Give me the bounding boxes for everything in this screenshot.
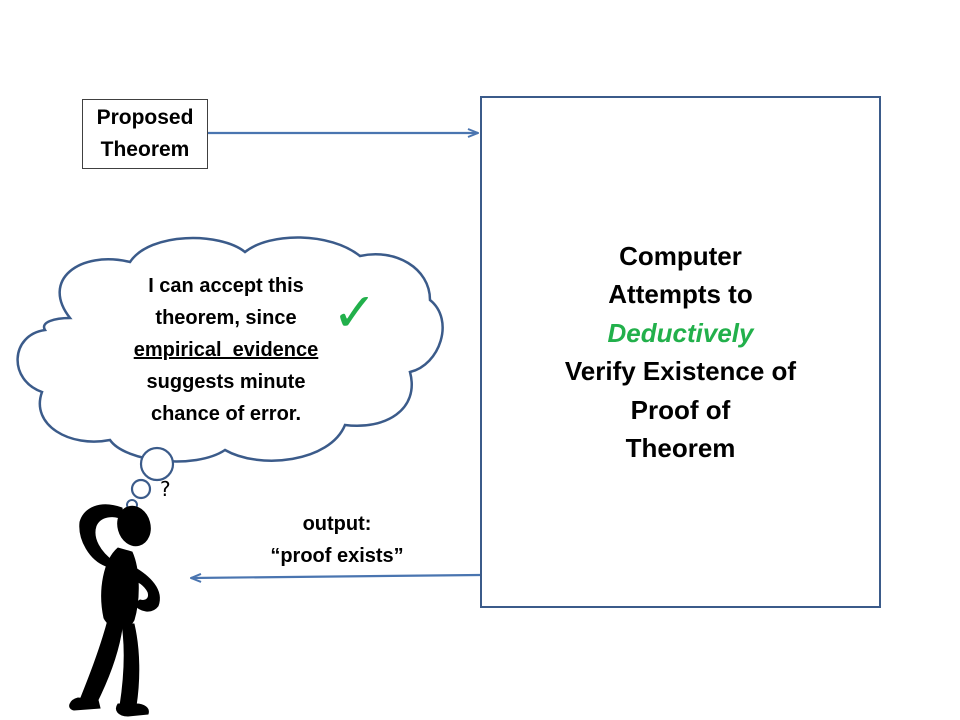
thought-line-1: I can accept this	[148, 275, 304, 297]
thought-line-5: chance of error.	[150, 403, 302, 425]
thought-line-3: empirical evidence	[133, 339, 319, 361]
thought-text: I can accept this theorem, since empiric…	[96, 270, 356, 430]
output-label-line-1: output:	[302, 513, 372, 535]
proposed-theorem-line-1: Proposed	[96, 106, 194, 129]
computer-box-line-5: Theorem	[625, 433, 736, 463]
output-label: output: “proof exists”	[232, 508, 442, 572]
proposed-theorem-box: Proposed Theorem	[82, 99, 208, 169]
thought-bubble-large	[139, 446, 175, 482]
computer-box-line-3: Verify Existence of	[564, 356, 797, 386]
computer-box-line-1: Computer	[619, 240, 742, 271]
thinking-person-icon	[69, 504, 160, 717]
computer-box-line-4: Proof of	[630, 394, 731, 425]
checkmark-icon: ✓	[332, 281, 378, 344]
thought-line-4: suggests minute	[146, 371, 306, 393]
output-arrow	[191, 575, 481, 578]
computer-box-line-2: Attempts to	[608, 279, 753, 309]
thought-bubble-medium	[130, 478, 152, 500]
output-label-line-2: “proof exists”	[270, 545, 404, 567]
question-mark-icon: ?	[160, 477, 171, 501]
proposed-theorem-line-2: Theorem	[100, 138, 190, 161]
computer-verification-box: Computer Attempts to Deductively Verify …	[480, 96, 881, 608]
thought-line-2: theorem, since	[155, 307, 297, 329]
thought-cloud	[16, 236, 444, 463]
computer-box-accent-word: Deductively	[607, 317, 754, 348]
